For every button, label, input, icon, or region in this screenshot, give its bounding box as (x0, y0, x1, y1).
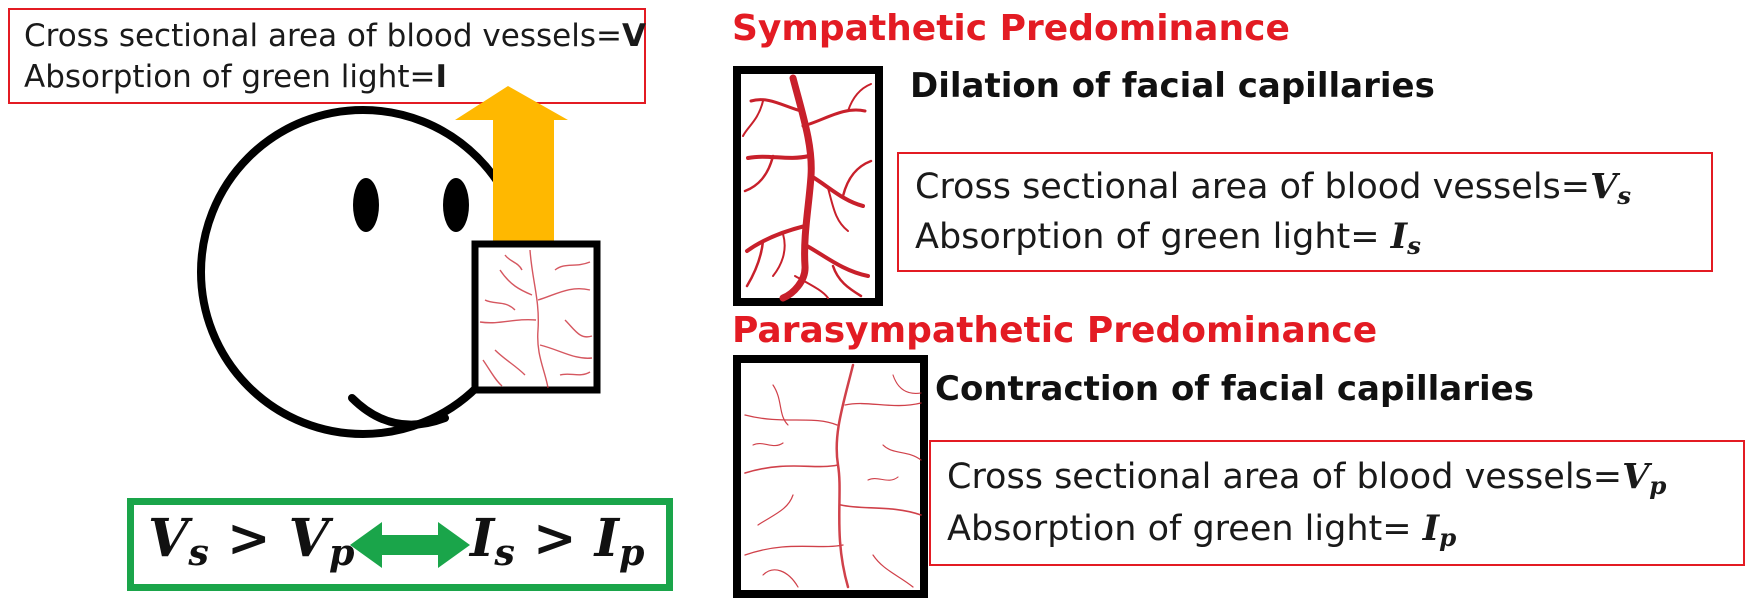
dilation-heading: Dilation of facial capillaries (910, 66, 1435, 106)
definition-line-area: Cross sectional area of blood vessels=V (24, 18, 646, 54)
symbol-v: V (1590, 166, 1618, 207)
symbol-i: I (1422, 508, 1440, 549)
parasympathetic-definition-box: Cross sectional area of blood vessels=Vp… (929, 440, 1745, 566)
subscript-p: p (1439, 523, 1457, 553)
sympathetic-absorption-line: Absorption of green light= Is (915, 216, 1421, 261)
symbol-i: I (470, 508, 495, 569)
greater-than-sign: > (532, 508, 577, 569)
absorption-label: Absorption of green light= (947, 509, 1423, 549)
symbol-v: V (621, 18, 646, 54)
area-label: Cross sectional area of blood vessels= (915, 167, 1591, 207)
symbol-v: V (288, 508, 330, 569)
capillary-image-dilated (733, 66, 883, 306)
area-label: Cross sectional area of blood vessels= (947, 457, 1623, 497)
symbol-i: I (435, 59, 448, 95)
absorption-label: Absorption of green light= (915, 217, 1391, 257)
face-illustration (197, 86, 601, 438)
subscript-s: s (494, 531, 515, 575)
subscript-p: p (329, 531, 355, 575)
definition-area-label: Cross sectional area of blood vessels= (24, 18, 622, 54)
subscript-p: p (1649, 471, 1667, 501)
sympathetic-heading: Sympathetic Predominance (732, 8, 1290, 49)
subscript-s: s (1617, 181, 1632, 211)
relation-right: Is > Ip (470, 508, 644, 574)
right-eye-icon (443, 178, 469, 232)
definition-absorption-label: Absorption of green light= (24, 59, 436, 95)
definition-line-absorption: Absorption of green light=I (24, 59, 447, 95)
sympathetic-definition-box: Cross sectional area of blood vessels=Vs… (897, 152, 1713, 272)
subscript-s: s (1407, 231, 1421, 261)
parasympathetic-absorption-line: Absorption of green light= Ip (947, 508, 1457, 553)
sympathetic-area-line: Cross sectional area of blood vessels=Vs (915, 166, 1632, 211)
parasympathetic-heading: Parasympathetic Predominance (732, 310, 1378, 351)
symbol-i: I (1390, 216, 1408, 257)
symbol-v: V (1622, 456, 1650, 497)
relation-left: Vs > Vp (148, 508, 354, 574)
skin-patch (471, 240, 601, 394)
parasympathetic-area-line: Cross sectional area of blood vessels=Vp (947, 456, 1667, 501)
mouth-icon (348, 394, 449, 429)
left-eye-icon (353, 178, 379, 232)
subscript-s: s (188, 531, 209, 575)
subscript-p: p (618, 531, 645, 575)
face-icon (197, 106, 529, 438)
definition-box: Cross sectional area of blood vessels=V … (8, 8, 646, 104)
contraction-heading: Contraction of facial capillaries (935, 369, 1534, 409)
symbol-i: I (594, 508, 619, 569)
double-arrow-icon (350, 522, 470, 568)
up-arrow-icon (455, 86, 568, 246)
capillary-image-contracted (733, 355, 928, 598)
greater-than-sign: > (226, 508, 271, 569)
symbol-v: V (148, 508, 189, 569)
